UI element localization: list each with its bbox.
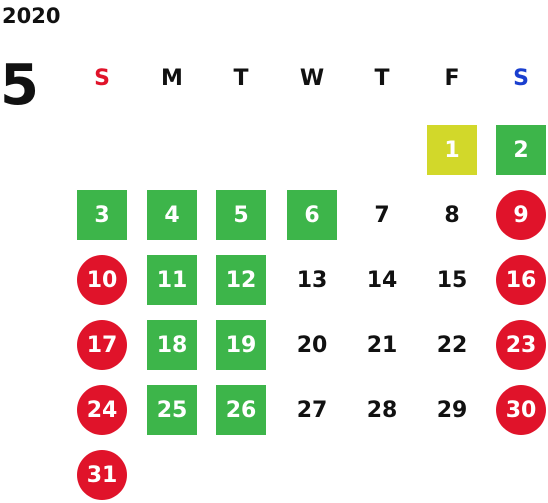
day-cell-11[interactable]: 11 <box>147 255 197 305</box>
weekday-5: F <box>444 66 460 91</box>
day-cell-22[interactable]: 22 <box>436 332 468 358</box>
weekday-0: S <box>94 66 110 91</box>
day-cell-23[interactable]: 23 <box>496 320 546 370</box>
day-cell-16[interactable]: 16 <box>496 255 546 305</box>
day-cell-14[interactable]: 14 <box>366 267 398 293</box>
weekday-4: T <box>374 66 390 91</box>
day-cell-1[interactable]: 1 <box>427 125 477 175</box>
day-cell-4[interactable]: 4 <box>147 190 197 240</box>
day-cell-29[interactable]: 29 <box>436 397 468 423</box>
day-cell-3[interactable]: 3 <box>77 190 127 240</box>
day-cell-30[interactable]: 30 <box>496 385 546 435</box>
day-cell-27[interactable]: 27 <box>296 397 328 423</box>
day-cell-15[interactable]: 15 <box>436 267 468 293</box>
weekday-1: M <box>161 66 183 91</box>
day-cell-17[interactable]: 17 <box>77 320 127 370</box>
day-cell-8[interactable]: 8 <box>444 202 460 228</box>
day-cell-7[interactable]: 7 <box>374 202 390 228</box>
day-cell-2[interactable]: 2 <box>496 125 546 175</box>
day-cell-12[interactable]: 12 <box>216 255 266 305</box>
day-cell-25[interactable]: 25 <box>147 385 197 435</box>
day-cell-19[interactable]: 19 <box>216 320 266 370</box>
weekday-2: T <box>233 66 249 91</box>
day-cell-21[interactable]: 21 <box>366 332 398 358</box>
day-cell-24[interactable]: 24 <box>77 385 127 435</box>
weekday-3: W <box>299 66 325 91</box>
day-cell-20[interactable]: 20 <box>296 332 328 358</box>
day-cell-18[interactable]: 18 <box>147 320 197 370</box>
day-cell-9[interactable]: 9 <box>496 190 546 240</box>
day-cell-5[interactable]: 5 <box>216 190 266 240</box>
day-cell-6[interactable]: 6 <box>287 190 337 240</box>
month-number: 5 <box>0 53 39 118</box>
day-cell-10[interactable]: 10 <box>77 255 127 305</box>
weekday-6: S <box>513 66 529 91</box>
year-label: 2020 <box>2 4 61 28</box>
day-cell-26[interactable]: 26 <box>216 385 266 435</box>
day-cell-31[interactable]: 31 <box>77 450 127 500</box>
day-cell-13[interactable]: 13 <box>296 267 328 293</box>
day-cell-28[interactable]: 28 <box>366 397 398 423</box>
